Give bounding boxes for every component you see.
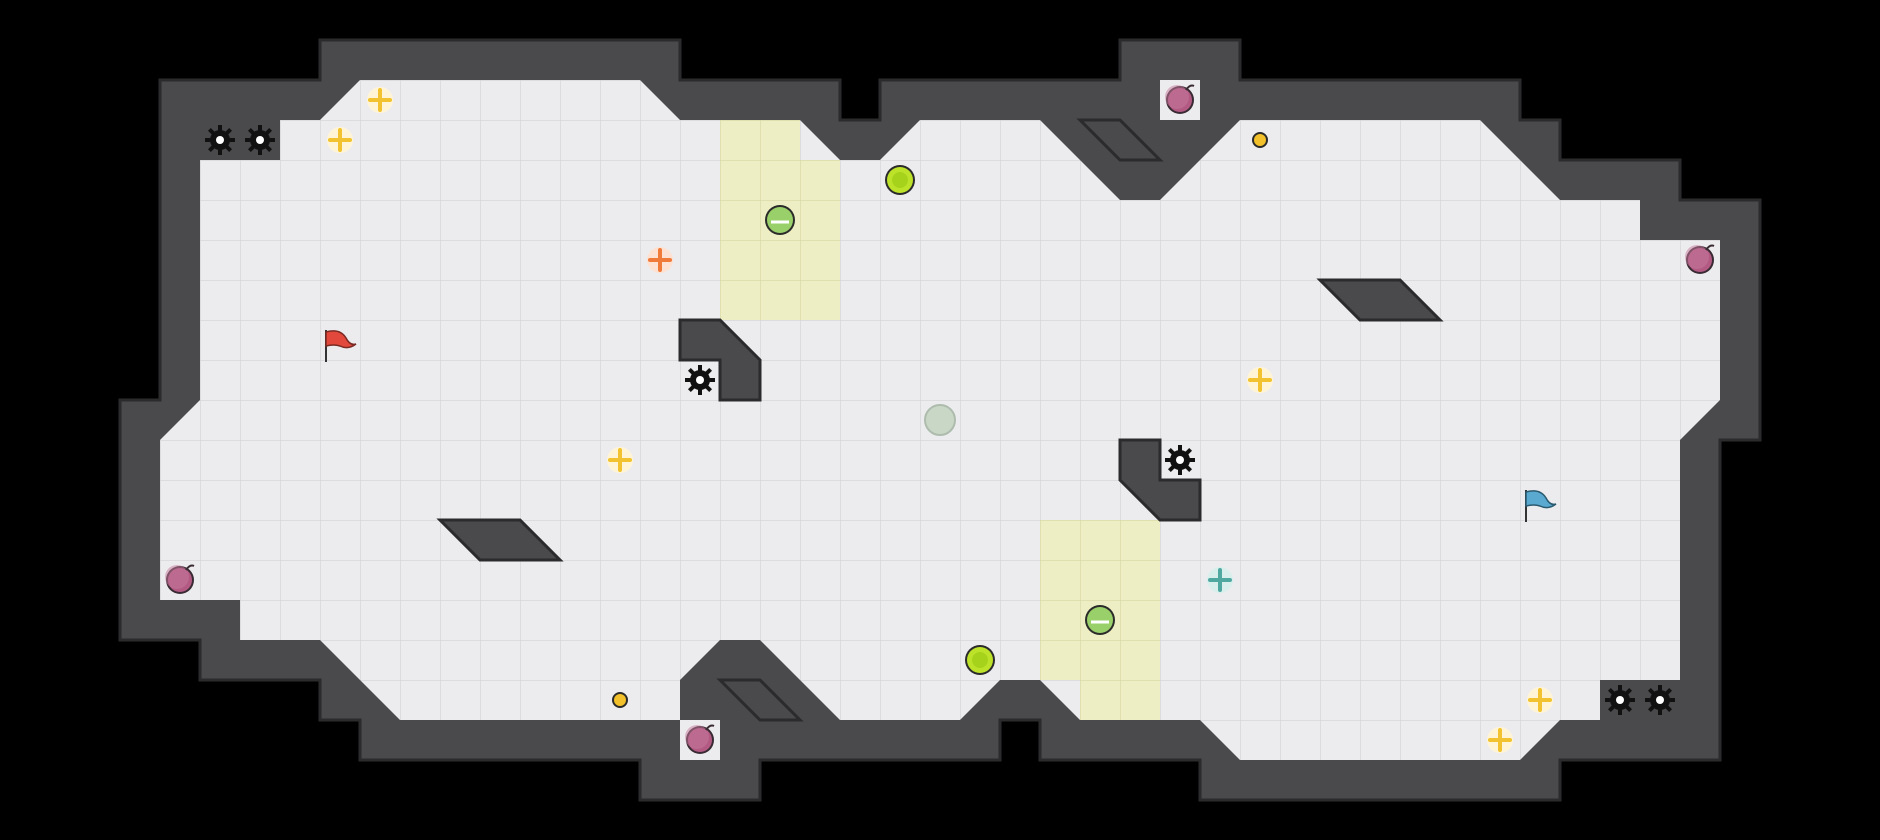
spike-gear-icon [245, 125, 275, 155]
powerup-speed-icon [327, 127, 353, 153]
powerup-speed-icon [367, 87, 393, 113]
flag-blue-icon [1525, 490, 1557, 522]
portal-icon [924, 404, 956, 436]
powerup-boost-icon [647, 247, 673, 273]
balls [765, 165, 1115, 675]
ball-icon [885, 165, 915, 195]
ball-red-team-icon [765, 205, 795, 235]
ball-blue-team-icon [1085, 605, 1115, 635]
ball-icon [965, 645, 995, 675]
powerup-speed-icon [1247, 367, 1273, 393]
powerup-speed-icon [607, 447, 633, 473]
spike-gear-icon [1645, 685, 1675, 715]
spike-gear-icon [1165, 445, 1195, 475]
spike-gear-icon [685, 365, 715, 395]
coin-icon [612, 692, 628, 708]
spike-gear-icon [205, 125, 235, 155]
interior-walls [436, 118, 1444, 722]
powerup-speed-icon [1487, 727, 1513, 753]
powerup-boost-icon [1207, 567, 1233, 593]
powerups [327, 87, 1553, 753]
flag-red-icon [325, 330, 357, 362]
coin-icon [1252, 132, 1268, 148]
powerup-speed-icon [1527, 687, 1553, 713]
spike-gear-icon [1605, 685, 1635, 715]
